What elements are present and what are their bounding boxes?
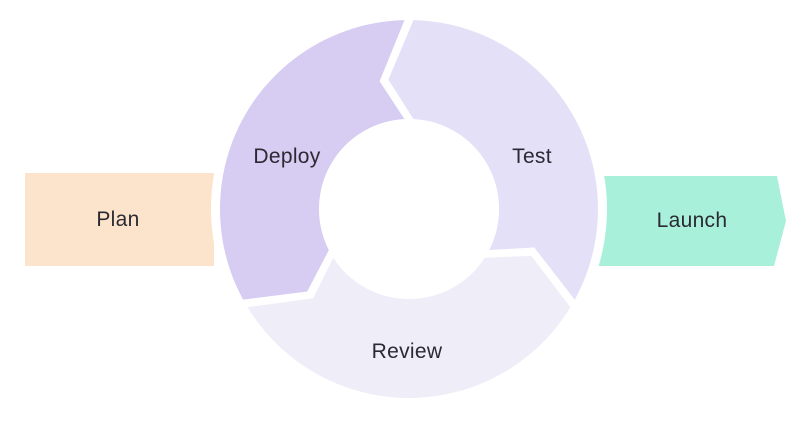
cycle-segment-test [388, 20, 598, 300]
launch-arrow-shape [598, 176, 786, 266]
plan-shape [25, 173, 214, 266]
cycle-inner-hub [319, 119, 499, 299]
cycle-segment-review [247, 255, 571, 398]
cycle-segment-deploy [219, 20, 405, 300]
